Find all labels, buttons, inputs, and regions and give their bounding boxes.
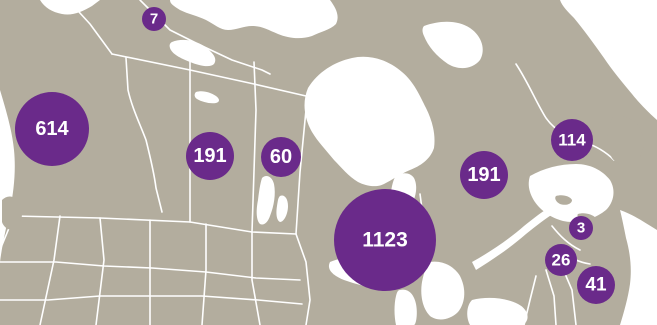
marker-quebec-label: 191 bbox=[467, 164, 500, 186]
marker-west-coast-circle bbox=[15, 92, 89, 166]
borders bbox=[0, 0, 615, 325]
marker-gulf-label: 3 bbox=[577, 220, 585, 237]
marker-gulf[interactable]: 3 bbox=[569, 216, 593, 240]
marker-prairie-circle bbox=[186, 132, 234, 180]
marker-labrador-circle bbox=[551, 119, 593, 161]
marker-east-label: 41 bbox=[585, 275, 607, 296]
lake-erie-ontario bbox=[467, 297, 528, 325]
marker-maritimes-label: 26 bbox=[552, 251, 571, 270]
marker-prairie[interactable]: 191 bbox=[186, 132, 234, 180]
marker-maritimes[interactable]: 26 bbox=[545, 244, 577, 276]
border-us-horizontal bbox=[0, 261, 303, 305]
marker-west-coast-label: 614 bbox=[35, 118, 69, 140]
marker-manitoba[interactable]: 60 bbox=[261, 137, 301, 177]
marker-east-circle bbox=[577, 266, 615, 304]
marker-east[interactable]: 41 bbox=[577, 266, 615, 304]
atlantic-east bbox=[620, 210, 657, 325]
border-nwt-nunavut bbox=[139, 0, 271, 75]
lake-michigan bbox=[394, 289, 417, 325]
lake-manitoba bbox=[276, 195, 288, 222]
border-bc-alberta bbox=[125, 57, 163, 213]
lake-winnipeg bbox=[256, 176, 275, 225]
labrador-sea bbox=[560, 0, 657, 120]
marker-north-label: 7 bbox=[150, 11, 158, 28]
marker-ontario-circle bbox=[334, 189, 436, 291]
marker-prairie-label: 191 bbox=[193, 145, 226, 167]
border-yukon-nwt bbox=[67, 0, 113, 55]
hudson-bay bbox=[304, 56, 435, 187]
island-vancouver bbox=[2, 196, 23, 230]
border-60th-parallel bbox=[111, 53, 307, 97]
marker-north-circle bbox=[142, 7, 166, 31]
border-us-east bbox=[295, 233, 577, 325]
marker-north[interactable]: 7 bbox=[142, 7, 166, 31]
island-newfoundland bbox=[607, 116, 644, 166]
marker-gulf-circle bbox=[569, 216, 593, 240]
border-saskatchewan-manitoba bbox=[251, 61, 257, 233]
marker-ontario-label: 1123 bbox=[362, 229, 408, 252]
marker-west-coast[interactable]: 614 bbox=[15, 92, 89, 166]
marker-ontario[interactable]: 1123 bbox=[334, 189, 436, 291]
border-49th-parallel bbox=[13, 215, 297, 235]
lake-huron bbox=[421, 261, 465, 320]
marker-manitoba-circle bbox=[261, 137, 301, 177]
marker-quebec-circle bbox=[460, 151, 508, 199]
ungava-water bbox=[422, 21, 483, 69]
arctic-water-left bbox=[0, 0, 100, 15]
marker-manitoba-label: 60 bbox=[270, 146, 292, 168]
lake-athabasca bbox=[194, 91, 219, 104]
arctic-water-top bbox=[170, 0, 338, 39]
marker-labrador-label: 114 bbox=[558, 131, 586, 150]
marker-maritimes-circle bbox=[545, 244, 577, 276]
border-us-states-west bbox=[0, 215, 261, 325]
island-anticosti bbox=[555, 195, 572, 205]
border-manitoba-ontario bbox=[295, 109, 307, 235]
marker-labrador[interactable]: 114 bbox=[551, 119, 593, 161]
marker-quebec[interactable]: 191 bbox=[460, 151, 508, 199]
data-markers: 7 614 191 60 1123 191 114 3 bbox=[15, 7, 615, 304]
st-lawrence-river bbox=[472, 206, 556, 270]
